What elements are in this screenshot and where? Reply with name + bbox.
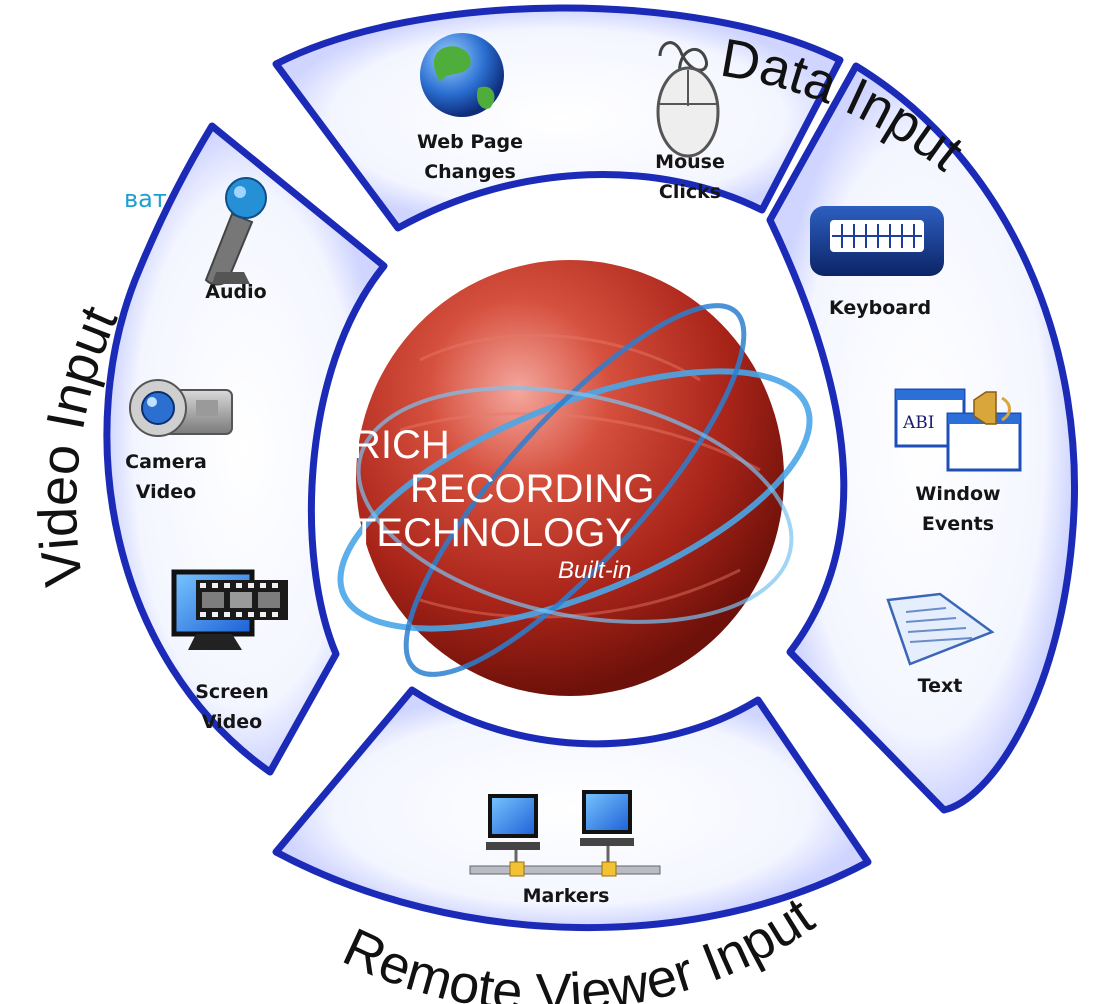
microphone-icon [204, 177, 267, 286]
window-events-icon: ABI [894, 388, 1022, 472]
label-audio: Audio [205, 281, 266, 303]
keyboard-icon [810, 206, 944, 276]
center-line-1: RICH [352, 423, 450, 467]
center-logo: RICH RECORDING TECHNOLOGY Built-in [337, 260, 813, 696]
network-markers-icon [469, 790, 661, 877]
segment-bottom [272, 686, 872, 931]
text-document-icon [886, 592, 995, 666]
label-text: Text [918, 675, 963, 697]
mouse-icon [656, 41, 720, 158]
window-badge-text: ABI [902, 413, 935, 433]
orbit-ring-2 [403, 303, 747, 677]
label-screen-video-line1: Screen [195, 681, 269, 703]
label-keyboard: Keyboard [829, 297, 931, 319]
camera-icon [129, 379, 233, 437]
label-markers: Markers [523, 885, 610, 907]
label-window-events-line2: Events [922, 513, 994, 535]
label-mouse-clicks-line2: Clicks [659, 181, 721, 203]
center-line-2: RECORDING [410, 467, 654, 511]
orbit-ring-3 [356, 386, 794, 624]
label-screen-video-line2: Video [202, 711, 262, 733]
globe-icon [420, 33, 504, 117]
label-mouse-clicks-line1: Mouse [655, 151, 725, 173]
center-line-3: TECHNOLOGY [352, 511, 632, 555]
label-window-events-line1: Window [915, 483, 1000, 505]
label-web-page-changes-line1: Web Page [417, 131, 523, 153]
sphere-texture [399, 333, 761, 619]
label-web-page-changes-line2: Changes [424, 161, 516, 183]
center-sphere [356, 260, 784, 696]
label-camera-video-line1: Camera [125, 451, 207, 473]
segment-top [272, 4, 844, 232]
orbit-ring-1 [337, 368, 813, 632]
label-camera-video-line2: Video [136, 481, 196, 503]
center-tagline: Built-in [558, 557, 631, 584]
screen-video-icon [171, 569, 288, 650]
